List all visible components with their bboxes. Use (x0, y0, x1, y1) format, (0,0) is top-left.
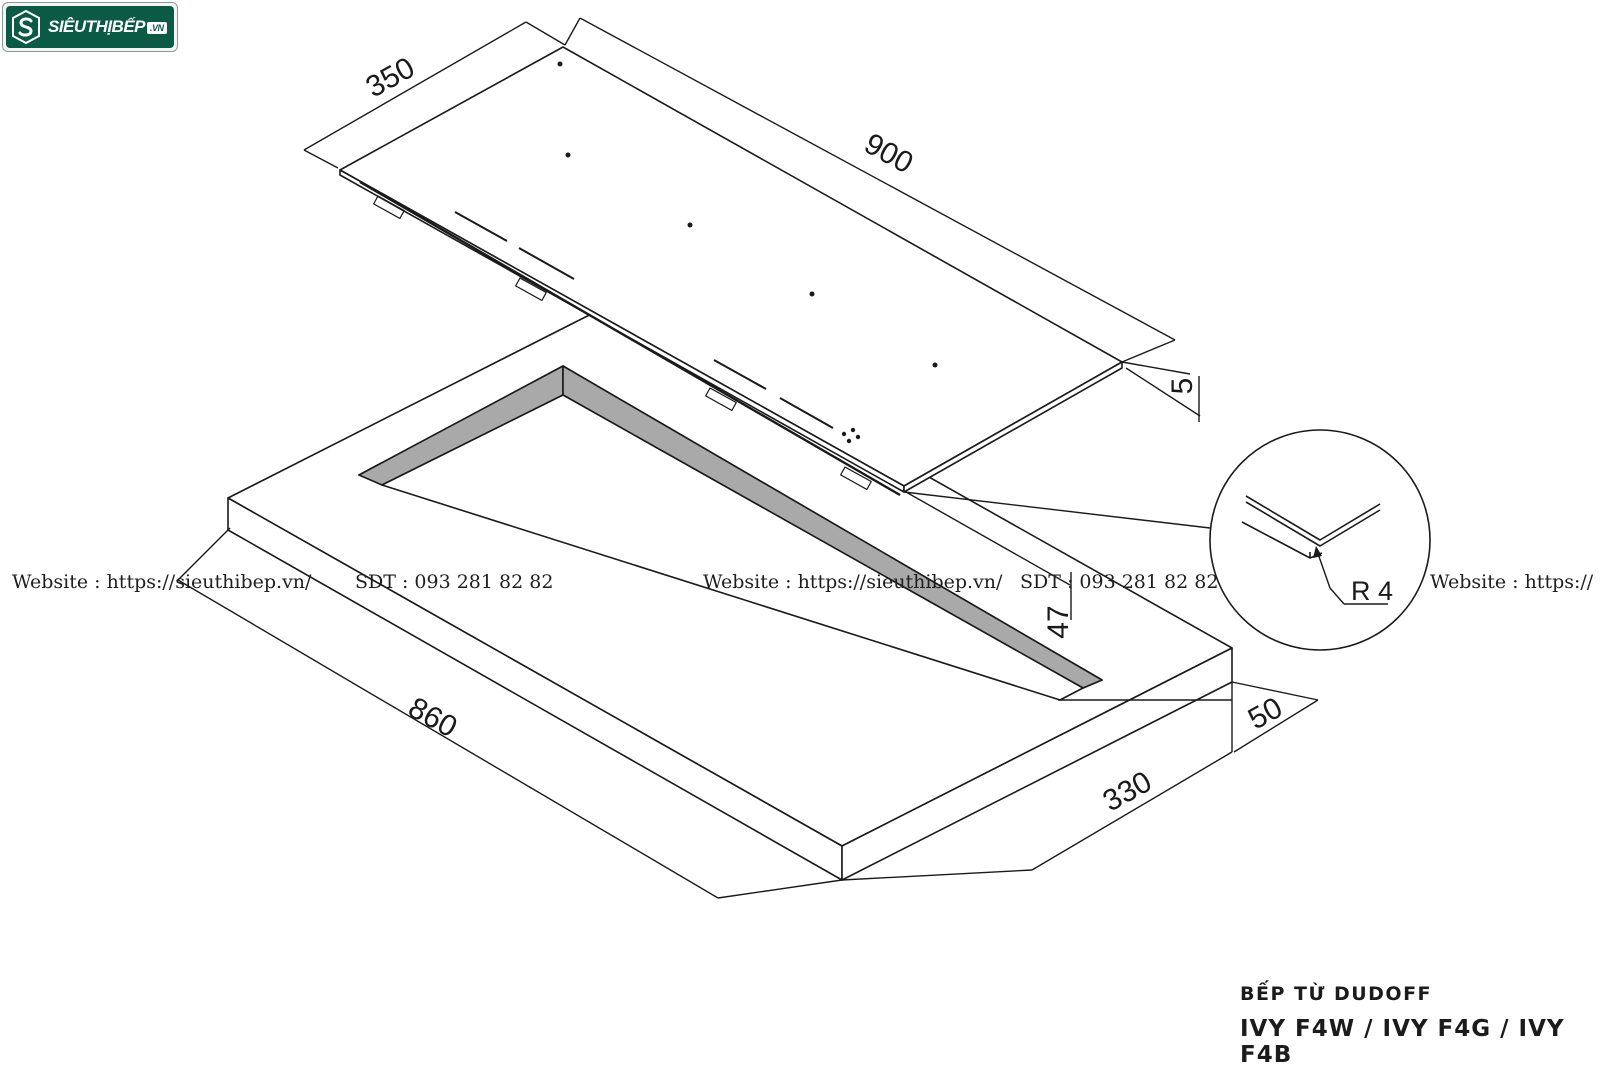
logo-text: SIÊUTHỊBẾP.VN (48, 17, 167, 37)
s-shield-icon (10, 9, 42, 45)
dim-label-860: 860 (403, 691, 463, 744)
site-logo[interactable]: SIÊUTHỊBẾP.VN (2, 2, 178, 52)
dim-label-330: 330 (1098, 765, 1158, 818)
dim-label-50: 50 (1243, 691, 1288, 736)
watermark-phone: SDT : 093 281 82 82 (1020, 571, 1218, 593)
logo-badge: SIÊUTHỊBẾP.VN (6, 6, 174, 48)
caption-models: IVY F4W / IVY F4G / IVY F4B (1240, 1016, 1565, 1068)
dimension-lines (177, 17, 1319, 899)
dim-label-350: 350 (361, 51, 421, 104)
dim-label-47: 47 (1042, 605, 1075, 638)
dim-label-radius: R 4 (1351, 576, 1393, 606)
corner-detail (1209, 429, 1431, 651)
caption-brand: BẾP TỪ DUDOFF (1240, 983, 1433, 1005)
dim-label-900: 900 (859, 127, 919, 180)
cutout-opening (358, 365, 1103, 701)
watermark-website: Website : https:// (1430, 571, 1594, 593)
logo-tld: .VN (147, 21, 167, 34)
watermark-website: Website : https://sieuthibep.vn/ (703, 571, 1003, 593)
logo-brand: SIÊUTHỊBẾP (48, 17, 146, 36)
watermark-website: Website : https://sieuthibep.vn/ (12, 571, 312, 593)
dim-label-5: 5 (1166, 378, 1199, 395)
watermark-phone: SDT : 093 281 82 82 (355, 571, 553, 593)
